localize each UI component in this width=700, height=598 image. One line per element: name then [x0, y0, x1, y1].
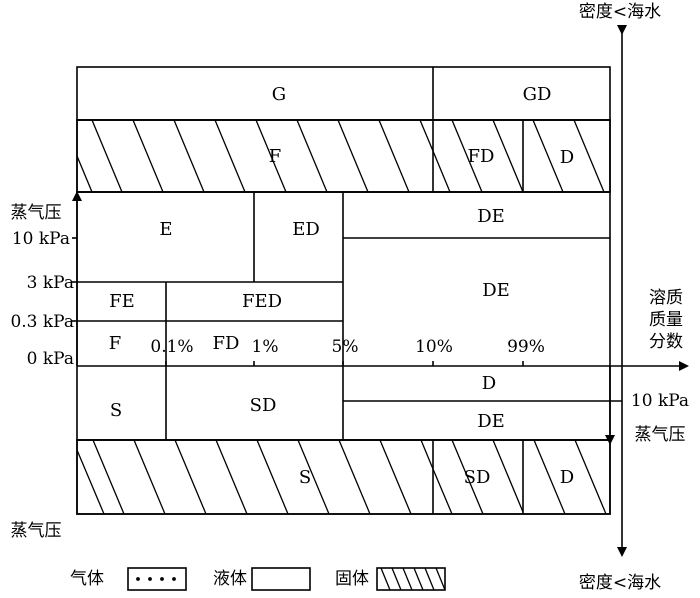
- zone-gd-top: GD: [523, 84, 552, 105]
- legend-liquid-label: 液体: [213, 569, 247, 589]
- zone-fd-top: FD: [468, 146, 495, 167]
- zone-sd-bottom: SD: [464, 467, 491, 488]
- zone-fe: FE: [109, 291, 135, 312]
- density-label-bottom: 密度<海水: [579, 573, 661, 593]
- zone-fed: FED: [242, 291, 282, 312]
- tick-5pct: 5%: [332, 337, 359, 357]
- tick-10pct: 10%: [415, 337, 453, 357]
- tick-0-3kpa: 0.3 kPa: [10, 312, 74, 332]
- vapor-pressure-label-bottom-left: 蒸气压: [11, 521, 62, 541]
- zone-de-upper: DE: [477, 206, 505, 227]
- zone-fd: FD: [213, 333, 240, 354]
- zone-de-low: DE: [477, 411, 505, 432]
- vapor-pressure-label-right: 蒸气压: [635, 425, 686, 445]
- tick-0-1pct: 0.1%: [150, 337, 193, 357]
- legend: 气体 液体 固体: [70, 567, 446, 591]
- tick-10kpa: 10 kPa: [12, 229, 70, 249]
- density-label-top: 密度<海水: [579, 2, 661, 22]
- zone-s: S: [110, 400, 122, 421]
- tick-0kpa: 0 kPa: [27, 349, 74, 369]
- solute-label-line1: 溶质: [649, 288, 683, 308]
- legend-gas-swatch: [127, 567, 187, 591]
- solid-band-top: [76, 119, 611, 193]
- zone-d-low: D: [482, 373, 496, 394]
- zone-f: F: [109, 333, 122, 354]
- zone-d-bottom: D: [560, 467, 574, 488]
- tick-3kpa: 3 kPa: [27, 273, 74, 293]
- legend-gas-label: 气体: [70, 569, 104, 589]
- zone-d-top: D: [560, 147, 574, 168]
- tick-99pct: 99%: [507, 337, 545, 357]
- zone-g: G: [272, 84, 286, 105]
- legend-solid-swatch: [376, 567, 446, 591]
- right-10kpa-label: 10 kPa: [631, 391, 689, 411]
- zone-s-bottom: S: [299, 467, 311, 488]
- legend-liquid-swatch: [251, 567, 311, 591]
- solute-label-line3: 分数: [649, 332, 683, 352]
- zone-de-mid: DE: [482, 280, 510, 301]
- tick-1pct: 1%: [252, 337, 279, 357]
- zone-f-top: F: [269, 146, 282, 167]
- zone-ed: ED: [292, 219, 320, 240]
- solute-label-line2: 质量: [649, 310, 683, 330]
- vapor-pressure-label-left: 蒸气压: [11, 203, 62, 223]
- legend-solid-label: 固体: [335, 569, 369, 589]
- solid-band-bottom: [76, 439, 611, 515]
- zone-e: E: [159, 219, 172, 240]
- zone-sd: SD: [250, 395, 277, 416]
